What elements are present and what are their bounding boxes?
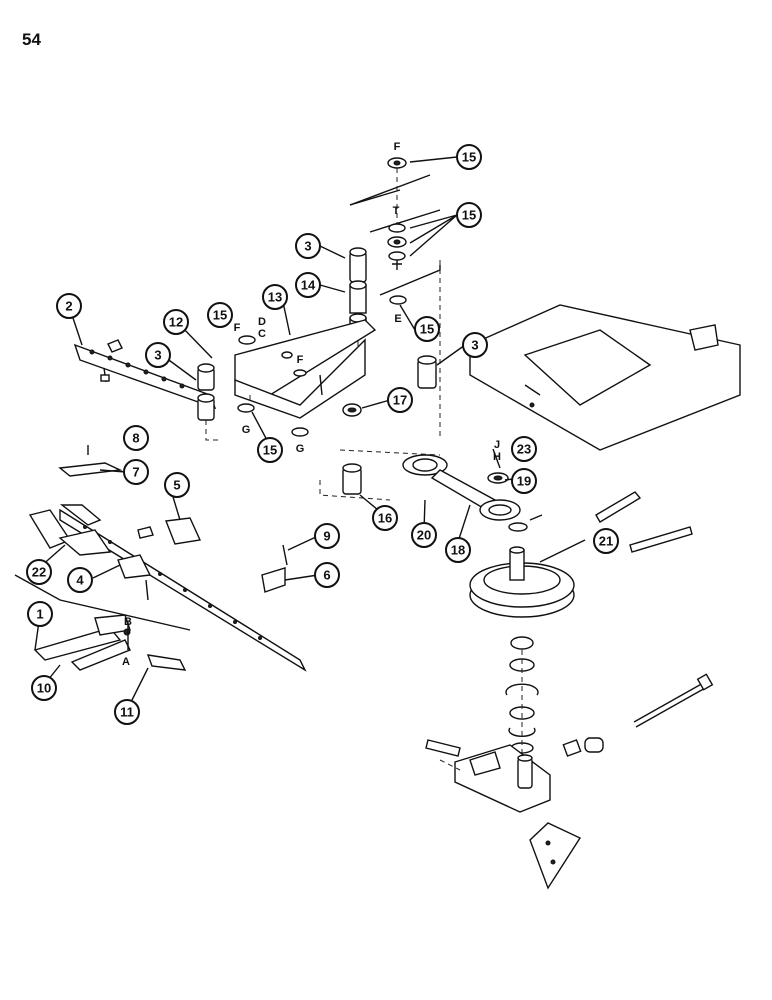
ref-letter-d: D xyxy=(258,316,266,328)
svg-text:1: 1 xyxy=(36,607,43,622)
callout-20: 20 xyxy=(411,522,437,548)
ref-letter-g-right: G xyxy=(296,443,305,455)
right-spacers xyxy=(342,355,437,417)
svg-text:7: 7 xyxy=(132,465,139,480)
ref-letter-b: B xyxy=(124,616,132,628)
svg-text:3: 3 xyxy=(304,239,311,254)
callout-3-left: 3 xyxy=(145,342,171,368)
callout-18: 18 xyxy=(445,537,471,563)
bearing-stack xyxy=(505,636,539,760)
svg-text:15: 15 xyxy=(462,208,476,223)
ref-letter-j: J xyxy=(494,439,500,451)
callout-8: 8 xyxy=(123,425,149,451)
upper-washer-assembly xyxy=(349,157,441,440)
ref-letter-g-left: G xyxy=(242,424,251,436)
callout-12: 12 xyxy=(163,309,189,335)
svg-text:15: 15 xyxy=(462,150,476,165)
callout-2: 2 xyxy=(56,293,82,319)
svg-text:3: 3 xyxy=(154,348,161,363)
callout-11: 11 xyxy=(114,699,140,725)
callout-15-top: 15 xyxy=(456,144,482,170)
gearbox-housing xyxy=(425,737,604,813)
callout-6: 6 xyxy=(314,562,340,588)
svg-text:4: 4 xyxy=(76,573,84,588)
knife-assembly xyxy=(28,445,307,672)
callout-17: 17 xyxy=(387,387,413,413)
svg-text:15: 15 xyxy=(420,322,434,337)
svg-text:11: 11 xyxy=(120,705,134,720)
ref-letter-f-center: F xyxy=(297,354,304,366)
svg-text:8: 8 xyxy=(132,431,139,446)
svg-text:17: 17 xyxy=(393,393,407,408)
svg-text:20: 20 xyxy=(417,528,431,543)
callout-3-right: 3 xyxy=(462,332,488,358)
callout-7: 7 xyxy=(123,459,149,485)
svg-text:5: 5 xyxy=(173,478,180,493)
cover-plate xyxy=(469,304,741,451)
svg-text:22: 22 xyxy=(32,565,46,580)
ref-letter-f-top: F xyxy=(394,141,401,153)
callout-4: 4 xyxy=(67,567,93,593)
spacer-tube-upper xyxy=(349,247,367,380)
callout-15-upper: 15 xyxy=(456,202,482,228)
svg-text:19: 19 xyxy=(517,474,531,489)
lower-washers xyxy=(237,335,309,437)
callout-15-left: 15 xyxy=(207,302,233,328)
callout-15-g: 15 xyxy=(257,437,283,463)
callout-19: 19 xyxy=(511,468,537,494)
ref-letter-f-left: F xyxy=(234,322,241,334)
bracket-plate xyxy=(234,319,377,419)
ref-letter-a: A xyxy=(122,656,130,668)
callout-9: 9 xyxy=(314,523,340,549)
callout-3-top: 3 xyxy=(295,233,321,259)
svg-text:10: 10 xyxy=(37,681,51,696)
pitman-arm xyxy=(319,449,521,521)
svg-text:21: 21 xyxy=(599,534,613,549)
svg-text:6: 6 xyxy=(323,568,330,583)
callouts: 15 15 3 14 13 2 12 15 3 15 3 17 15 8 7 5… xyxy=(26,144,619,725)
svg-text:14: 14 xyxy=(301,278,316,293)
callout-5: 5 xyxy=(164,472,190,498)
long-bolt xyxy=(633,673,714,728)
svg-text:15: 15 xyxy=(213,308,227,323)
callout-14: 14 xyxy=(295,272,321,298)
page-number: 54 xyxy=(22,30,41,49)
ref-letter-c: C xyxy=(258,328,266,340)
svg-text:15: 15 xyxy=(263,443,277,458)
ref-letter-h: H xyxy=(493,451,501,463)
callout-10: 10 xyxy=(31,675,57,701)
svg-text:2: 2 xyxy=(65,299,72,314)
callout-23: 23 xyxy=(511,436,537,462)
reference-letters: F T E F D C F G G J H B A xyxy=(122,141,501,668)
left-arm-bar xyxy=(73,339,218,441)
svg-text:9: 9 xyxy=(323,529,330,544)
ref-letter-t: T xyxy=(393,205,400,217)
callout-1: 1 xyxy=(27,601,53,627)
ref-letter-e: E xyxy=(394,313,401,325)
svg-text:13: 13 xyxy=(268,290,282,305)
callout-22: 22 xyxy=(26,559,52,585)
svg-text:12: 12 xyxy=(169,315,183,330)
callout-21: 21 xyxy=(593,528,619,554)
drive-pulley xyxy=(469,491,693,618)
guard-assembly xyxy=(14,574,191,671)
callout-15-e: 15 xyxy=(414,316,440,342)
svg-text:3: 3 xyxy=(471,338,478,353)
leader-lines xyxy=(34,156,586,711)
svg-text:18: 18 xyxy=(451,543,465,558)
bottom-plate xyxy=(529,822,582,890)
svg-text:16: 16 xyxy=(378,511,392,526)
svg-text:23: 23 xyxy=(517,442,531,457)
callout-13: 13 xyxy=(262,284,288,310)
callout-16: 16 xyxy=(372,505,398,531)
